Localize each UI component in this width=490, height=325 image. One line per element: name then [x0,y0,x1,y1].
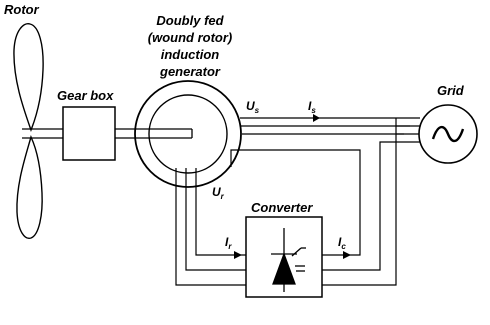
stator-current-label: Is [308,99,316,115]
converter-current-arrow [343,251,351,259]
gear-box [62,106,116,161]
grid-label: Grid [437,83,465,98]
gear-box-label: Gear box [57,88,114,103]
rotor-current-label: Ir [225,235,232,251]
generator-label-line4: generator [159,64,221,79]
rotor-to-converter-lines [175,168,246,286]
stator-to-grid-lines [240,117,420,135]
high-speed-shaft [115,128,193,139]
grid [418,104,478,164]
rotor-blade-upper [13,23,44,132]
converter-current-label: Ic [338,235,346,251]
generator-label-line3: induction [161,47,220,62]
induction-generator [134,80,242,188]
rotor-label: Rotor [4,2,40,17]
sine-wave-icon [431,125,465,143]
rotor-blade-lower [16,134,43,239]
rotor-blades [13,23,44,239]
stator-voltage-label: Us [246,99,260,115]
generator-stator [134,80,242,188]
rotor-current-arrow [234,251,242,259]
current-arrows [234,114,351,259]
generator-label-line2: (wound rotor) [148,30,232,45]
low-speed-shaft [22,128,63,139]
rotor-voltage-label: Ur [212,185,225,201]
generator-rotor [148,94,228,174]
converter-label: Converter [251,200,313,215]
thyristor-icon [271,228,306,292]
stator-current-arrow [313,114,320,122]
generator-label-line1: Doubly fed [156,13,224,28]
